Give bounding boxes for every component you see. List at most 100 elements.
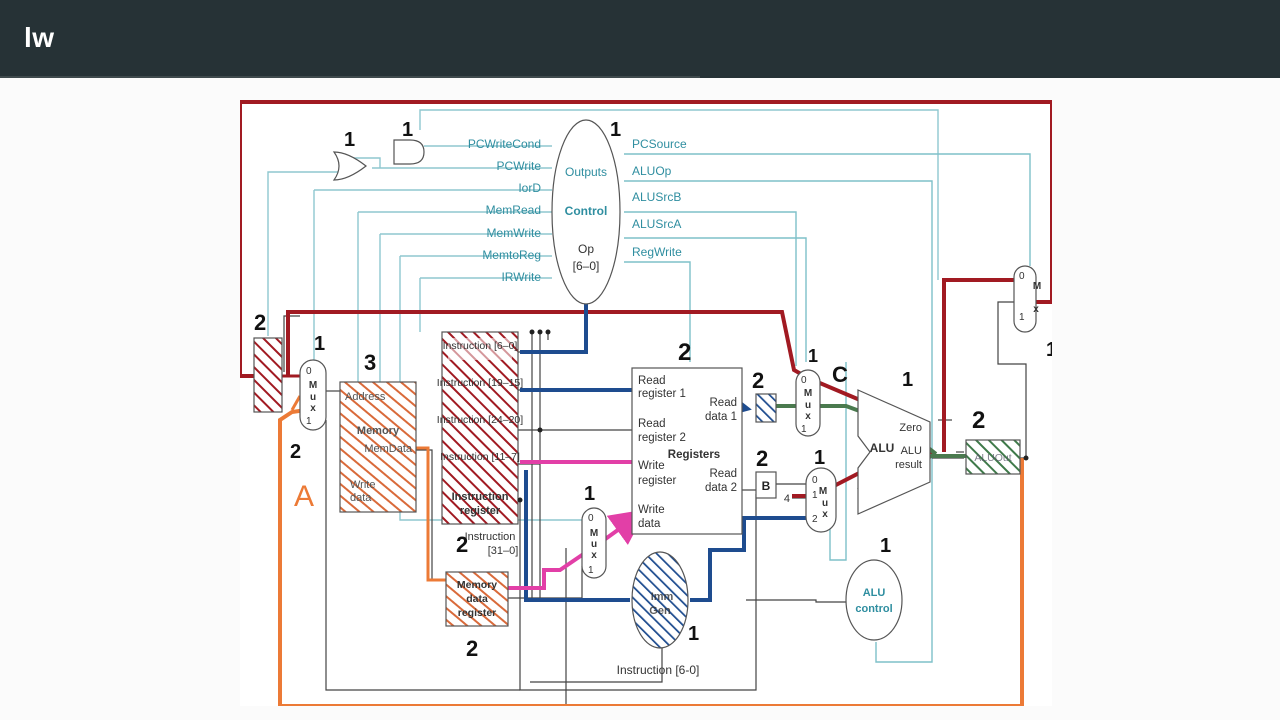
reg-b-label: B [762,479,771,493]
alu-out-label: ALUOut [974,452,1011,464]
annot-alu: 1 [902,369,913,391]
blue-path-op [520,300,588,354]
memory-unit [339,381,417,513]
annot-ir-bottom: 2 [456,532,468,557]
imm-gen-line1: Imm [651,591,674,603]
signal-irwrite: IRWrite [501,270,541,284]
alu-unit [857,389,931,515]
blue-path-imm-out [690,516,806,602]
reg-a [755,393,777,423]
signal-regwrite: RegWrite [632,245,682,259]
orange-path-mem-out [416,446,446,582]
mdr-line2: data [466,593,488,605]
write-mux-in0: 0 [588,513,594,524]
pc-mux-x: x [310,403,316,414]
const-four: 4 [784,493,790,505]
signal-alusrcb: ALUSrcB [632,190,681,204]
mdr-line1: Memory [457,579,497,591]
instruction-register [441,331,519,525]
annot-alu-out: 2 [972,407,985,434]
alu-result-line1: ALU [901,445,922,457]
imm-gen-unit [631,551,689,649]
blue-path-imm [524,470,630,602]
ir-field-24-20: Instruction [24–20] [437,414,523,426]
annot-pcsource-mux: 1 [1046,339,1052,361]
header-accent-bar [0,76,700,79]
imm-gen-caption: Instruction [6-0] [617,663,700,677]
pcsource-mux [1013,265,1037,333]
pc-mux-m: M [309,380,317,391]
annot-alusrca-mux-letter: C [832,362,848,387]
orange-path-feedback [278,408,1024,706]
signal-pcsource: PCSource [632,137,687,151]
signal-iord: IorD [518,181,541,195]
annot-control: 1 [610,119,621,141]
annot-reg-a: 2 [752,368,764,393]
pc-register [253,337,283,413]
reg-write-register-a: Write [638,460,665,472]
control-outputs-label: Outputs [565,165,607,179]
annot-a-reg-marker: A [294,480,314,513]
alusrcb-mux-m: M [819,486,827,497]
reg-read-register-2-b: register 2 [638,432,686,444]
alusrca-mux [795,369,821,437]
and-gate [393,139,425,165]
annot-write-mux: 1 [584,483,595,505]
annot-or-gate: 1 [402,119,413,141]
reg-write-register-b: register [638,475,677,487]
reg-read-data-1-b: data 1 [705,411,737,423]
ir-field-19-15: Instruction [19–15] [437,377,523,389]
alusrcb-mux [805,467,837,533]
ir-field-6-0: Instruction [6–0] [443,340,518,352]
alusrcb-mux-in2: 2 [812,514,818,525]
signal-memread: MemRead [486,203,541,217]
alusrca-mux-m: M [804,388,812,399]
alu-control-line1: ALU [863,587,886,599]
annot-pc: 2 [254,310,266,335]
annot-alusrca-mux-number: 1 [808,346,818,366]
register-file [631,367,743,535]
alusrcb-mux-x: x [822,509,828,520]
pcsource-mux-in1: 1 [1019,312,1025,323]
annot-mdr-bottom: 2 [466,636,478,661]
ir-title-line1: Instruction [452,491,509,503]
alu-result-line2: result [895,459,922,471]
pc-mux-in1: 1 [306,416,312,427]
alusrca-mux-in0: 0 [801,375,807,386]
ir-bottom-line1: Instruction [465,531,516,543]
write-mux-in1: 1 [588,565,594,576]
reg-read-register-1-a: Read [638,375,666,387]
reg-write-data-b: data [638,518,661,530]
wire-junction-dots [517,329,1029,503]
ir-bottom-line2: [31–0] [488,545,519,557]
pcsource-mux-m: M [1033,281,1041,292]
annot-and-gate: 1 [344,129,355,151]
annot-reg-b: 2 [756,446,768,471]
alusrca-mux-u: u [805,400,811,411]
write-data-mux [581,507,607,579]
slide-header: lw [0,0,1280,79]
memory-data-label: data [350,492,372,504]
memory-address-label: Address [345,391,386,403]
annot-alusrcb-mux: 1 [814,447,825,469]
reg-read-data-2-a: Read [710,468,738,480]
alu-name-label: ALU [870,441,895,455]
reg-read-register-2-a: Read [638,418,666,430]
annot-a-reg-number: 2 [290,441,301,463]
annot-alu-control: 1 [880,535,891,557]
memory-name-label: Memory [357,425,400,437]
red-path-pc-update [240,100,1052,378]
reg-read-register-1-b: register 1 [638,388,686,400]
control-unit [551,119,621,305]
registers-name-label: Registers [668,449,720,461]
write-mux-x: x [591,550,597,561]
or-gate [332,151,367,181]
pink-path-writedata [508,509,647,590]
multicycle-datapath-figure: Outputs Control Op [6–0] PCWriteCond PCW… [240,100,1052,706]
pc-mux [299,359,327,431]
alusrcb-mux-u: u [822,498,828,509]
reg-b [755,471,777,499]
alusrcb-mux-in0: 0 [812,475,818,486]
imm-gen-line2: Gen [649,605,671,617]
alu-control-unit [845,559,903,641]
